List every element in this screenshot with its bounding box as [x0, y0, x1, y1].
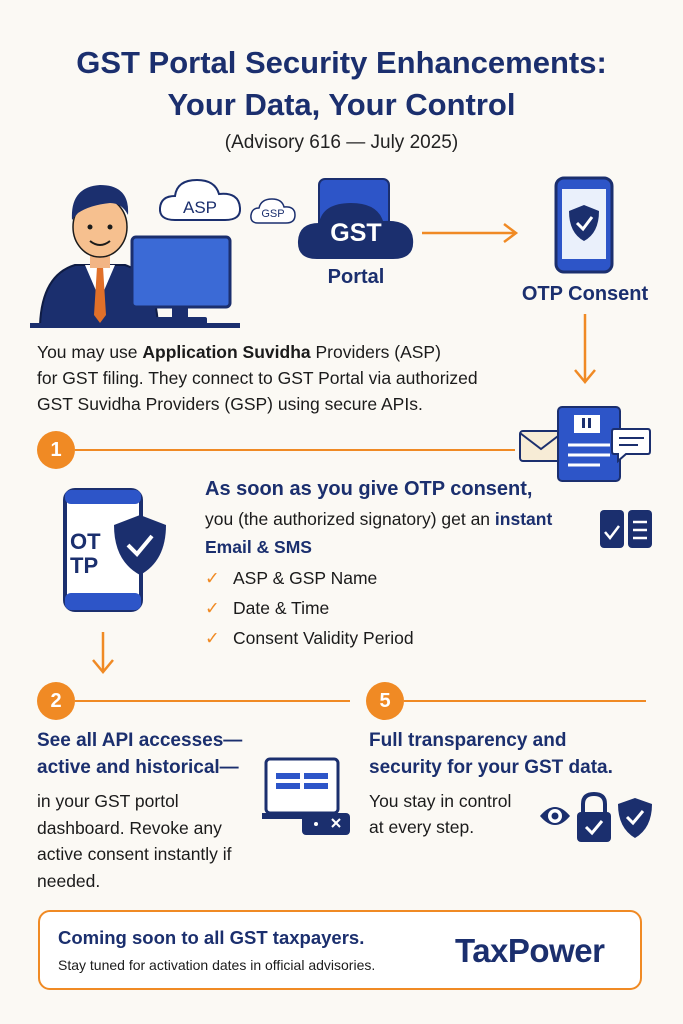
checklist-icon [600, 510, 652, 548]
check-item-validity: ✓Consent Validity Period [205, 623, 414, 653]
step-1-line2: you (the authorized signatory) get an in… [205, 509, 553, 529]
intro-line2: for GST filing. They connect to GST Port… [37, 368, 478, 388]
check-item-asp-gsp: ✓ASP & GSP Name [205, 563, 377, 593]
arrow-right-icon [422, 223, 519, 243]
page-title-line2: Your Data, Your Control [167, 87, 516, 122]
gst-cloud-label: GST [330, 219, 382, 247]
gsp-cloud-label: GSP [261, 208, 285, 220]
step-5-body: You stay in control at every step. [369, 791, 512, 837]
portal-label: Portal [327, 266, 385, 288]
step-5-heading-line2: security for your GST data. [369, 757, 613, 778]
checkmark-icon: ✓ [205, 598, 220, 618]
eye-icon [540, 807, 570, 825]
step-2-badge: 2 [37, 682, 75, 720]
step-5-badge: 5 [366, 682, 404, 720]
step-5-divider [404, 700, 646, 702]
asp-cloud-icon [158, 178, 242, 221]
step-1-line3: Email & SMS [205, 537, 312, 557]
check-item-date-time: ✓Date & Time [205, 593, 329, 623]
document-mail-chat-icon [519, 406, 651, 482]
checkmark-icon: ✓ [205, 568, 220, 588]
otp-phone-text: OT TP [70, 529, 101, 578]
lock-icon [577, 792, 611, 842]
person-computer-illustration [30, 185, 240, 328]
laptop-dashboard-icon [262, 757, 350, 835]
page-subtitle: (Advisory 616 — July 2025) [224, 132, 459, 153]
brand-logo: TaxPower [455, 932, 605, 969]
eye-lock-shield-icons [540, 792, 652, 842]
otp-consent-label: OTP Consent [521, 283, 649, 305]
footer-headline: Coming soon to all GST taxpayers. [58, 927, 365, 948]
step-1-divider [75, 449, 515, 451]
step-5-heading-line1: Full transparency and [369, 730, 567, 751]
step-1-badge: 1 [37, 431, 75, 469]
asp-cloud-label: ASP [182, 198, 218, 217]
intro-line1: You may use Application Suvidha Provider… [37, 342, 441, 362]
step-2-heading-line1: See all API accesses— [37, 730, 243, 751]
step-1-heading: As soon as you give OTP consent, [205, 478, 533, 500]
footer-subline: Stay tuned for activation dates in offic… [58, 957, 376, 973]
arrow-down-icon [574, 314, 596, 384]
step-2-body: in your GST portol dashboard. Revoke any… [37, 791, 232, 891]
footer-banner [38, 910, 642, 990]
step-2-divider [75, 700, 350, 702]
intro-line3: GST Suvidha Providers (GSP) using secure… [37, 394, 423, 414]
arrow-down-icon [92, 632, 114, 674]
gst-portal-cloud-icon [297, 178, 414, 259]
checkmark-icon: ✓ [205, 628, 220, 648]
page-title-line1: GST Portal Security Enhancements: [76, 45, 607, 80]
phone-shield-icon [554, 176, 614, 274]
otp-phone-icon [63, 488, 166, 612]
shield-icon [618, 798, 652, 838]
gsp-cloud-icon [250, 198, 296, 224]
step-2-heading-line2: active and historical— [37, 757, 239, 778]
